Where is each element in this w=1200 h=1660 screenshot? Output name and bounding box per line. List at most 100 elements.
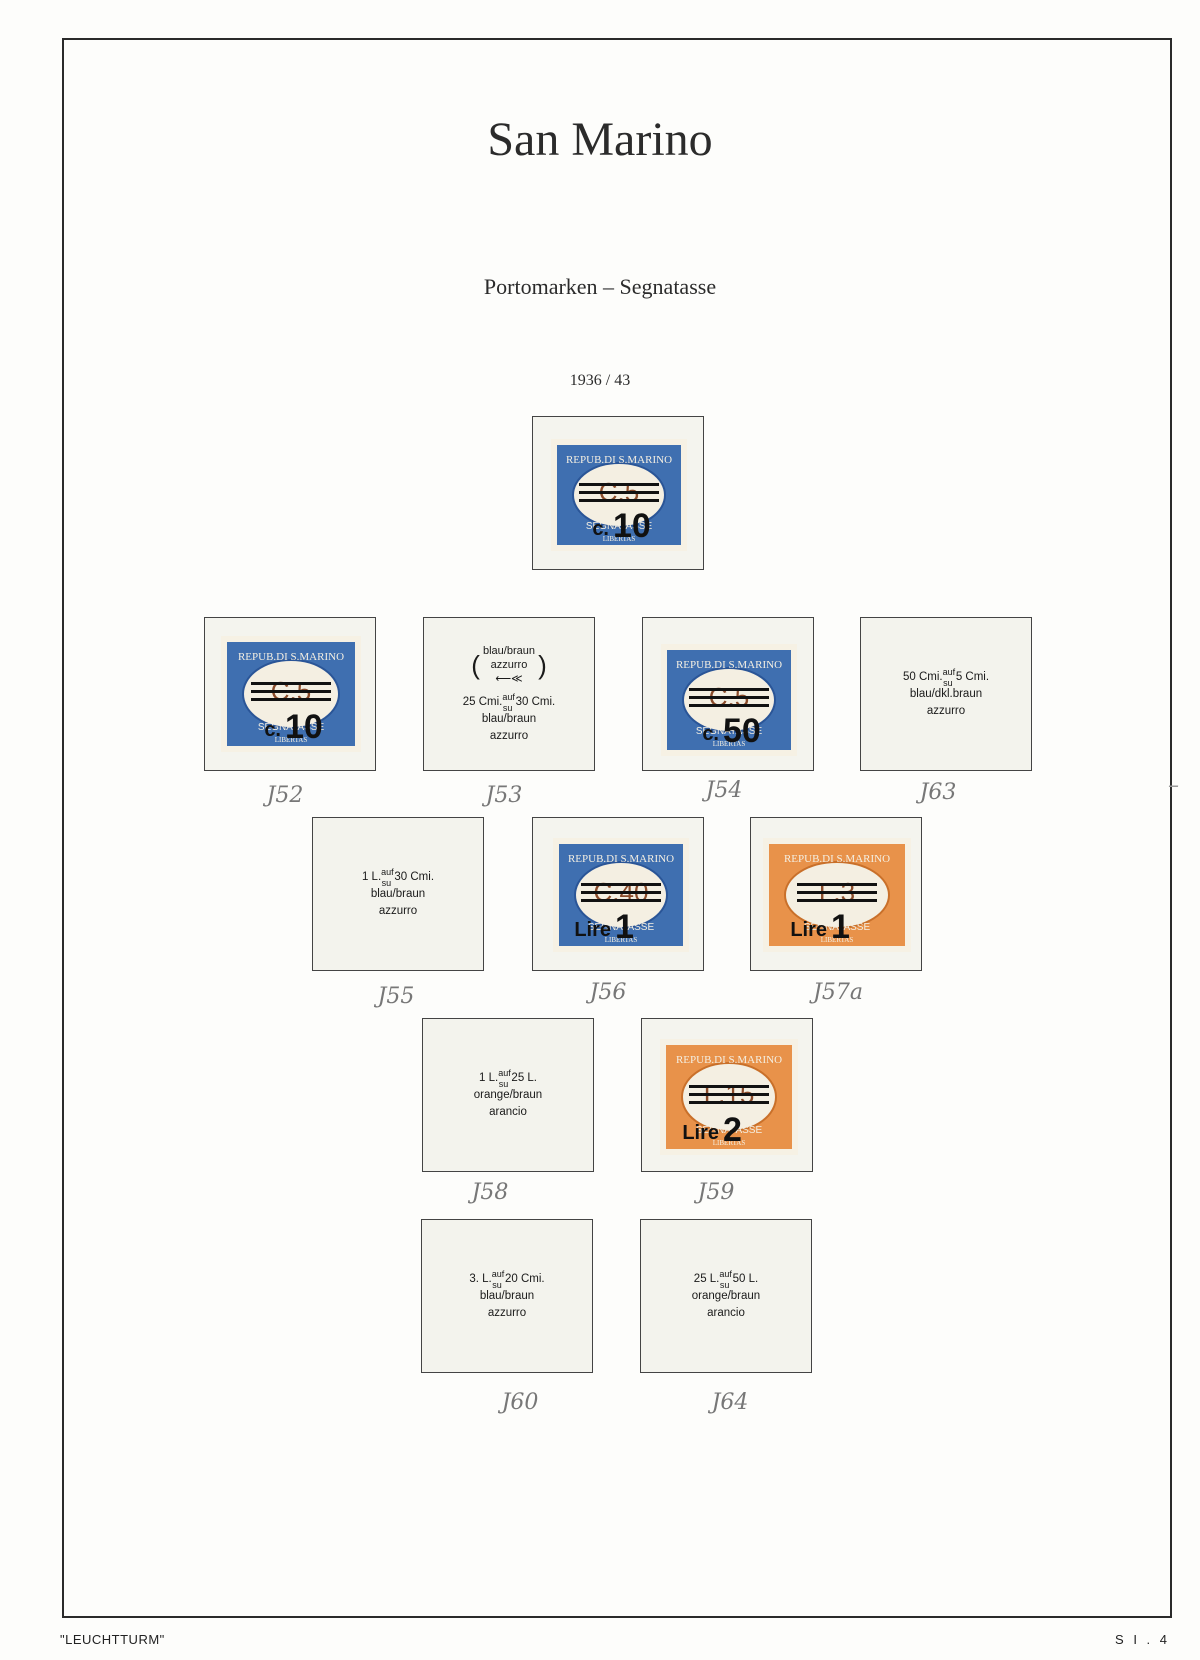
mount-j53-su: su (502, 702, 513, 713)
mount-j64-color-it: arancio (707, 1306, 745, 1319)
stamp-side-text: SEGNATASSE (586, 521, 653, 532)
stamp-oval (574, 861, 668, 929)
stamp-j52: REPUB.DI S.MARINOLIBERTASSEGNATASSEC.5c.… (221, 636, 361, 752)
caption-j59: J59 (697, 1180, 735, 1205)
strike-bar-1 (689, 688, 769, 691)
caption-j54: J54 (705, 778, 743, 803)
arrow-left-icon: ⟵≪ (495, 672, 523, 685)
mount-j60-color-it: azzurro (487, 1306, 527, 1319)
strike-bar-2 (579, 491, 659, 494)
strike-bar-2 (689, 1093, 769, 1096)
stamp-bottom-text: LIBERTAS (603, 535, 636, 543)
stamp-new-prefix: c. (264, 719, 281, 741)
stamp-oval (784, 861, 890, 929)
caption-j63: J63 (919, 780, 957, 805)
empty-mount-j63: 50 Cmi.aufsu 5 Cmi. blau/dkl.braun azzur… (860, 617, 1032, 771)
empty-mount-j55: 1 L.aufsu 30 Cmi. blau/braun azzurro (312, 817, 484, 971)
mount-j63-color-de: blau/dkl.braun (909, 687, 983, 700)
mount-j60-color-de: blau/braun (479, 1289, 535, 1302)
stamp-j59: REPUB.DI S.MARINOLIBERTASSEGNATASSEL.15L… (660, 1039, 798, 1155)
stamp-side-text: SEGNATASSE (696, 726, 763, 737)
mount-j63-color-it: azzurro (926, 704, 966, 717)
stamp-bottom-text: LIBERTAS (605, 936, 638, 944)
mount-j60-value: 3. L.aufsu 20 Cmi. (469, 1268, 544, 1290)
mount-j55-color-de: blau/braun (370, 887, 426, 900)
stamp-new-value: 2 (723, 1111, 742, 1149)
stamp-new-prefix: Lire (790, 919, 827, 941)
mount-j58-auf: auf (498, 1067, 511, 1078)
strike-bar-3 (797, 899, 877, 902)
mount-j53-legend-mid: azzurro (490, 658, 528, 671)
margin-pencil-mark: – (1168, 773, 1179, 798)
mount-j58-to: 25 L. (511, 1071, 537, 1084)
mount-j64-from: 25 L. (693, 1272, 720, 1285)
caption-j57: J57a (813, 980, 863, 1005)
stamp-new-value: 1 (831, 908, 850, 946)
mount-j53-legend: ( blau/braun azzurro ⟵≪ ) (471, 644, 547, 685)
stamp-new-value: 10 (613, 507, 651, 545)
caption-j53: J53 (485, 783, 523, 808)
stamp-new-prefix: Lire (574, 919, 611, 941)
mount-j53-auf: auf (502, 691, 515, 702)
stamp-j54: REPUB.DI S.MARINOLIBERTASSEGNATASSEC.5c.… (661, 644, 797, 756)
strike-bar-1 (581, 883, 661, 886)
stamp-new-value: 10 (285, 708, 323, 746)
mount-j64-value: 25 L.aufsu 50 L. (693, 1269, 759, 1290)
mount-j55-auf: auf (381, 866, 394, 877)
mount-j58-su: su (498, 1078, 509, 1089)
stamp-top: REPUB.DI S.MARINOLIBERTASSEGNATASSEC.5c.… (551, 439, 687, 551)
stamp-j56: REPUB.DI S.MARINOLIBERTASSEGNATASSEC.40L… (553, 838, 689, 952)
album-page-frame (62, 38, 1172, 1618)
mount-j53-color-de: blau/braun (481, 712, 537, 725)
issue-years: 1936 / 43 (569, 372, 631, 389)
mount-j64-su: su (719, 1279, 730, 1290)
stamp-side-text: SEGNATASSE (804, 922, 871, 933)
mount-j53-color-it: azzurro (489, 729, 529, 742)
caption-j58: J58 (471, 1180, 509, 1205)
mount-j63-value: 50 Cmi.aufsu 5 Cmi. (902, 667, 990, 688)
strike-bar-1 (251, 682, 331, 685)
mount-j58-from: 1 L. (479, 1071, 499, 1084)
stamp-top-text: REPUB.DI S.MARINO (676, 1054, 782, 1066)
caption-j60: J60 (501, 1390, 539, 1415)
stamp-new-value: 50 (723, 712, 761, 750)
stamp-oval (682, 667, 776, 733)
mount-j63-su: su (943, 677, 953, 688)
footer-page-number: S I . 4 (1115, 1632, 1170, 1647)
stamp-j57: REPUB.DI S.MARINOLIBERTASSEGNATASSEL.3Li… (763, 838, 911, 952)
stamp-oval (681, 1062, 777, 1132)
stamp-bottom-text: LIBERTAS (821, 936, 854, 944)
empty-mount-j64: 25 L.aufsu 50 L. orange/braun arancio (640, 1219, 812, 1373)
stamp-top-text: REPUB.DI S.MARINO (566, 454, 672, 466)
strike-bar-3 (689, 1101, 769, 1104)
mount-j55-su: su (381, 877, 392, 888)
strike-bar-2 (581, 891, 661, 894)
strike-bar-3 (581, 899, 661, 902)
mount-j55-to: 30 Cmi. (394, 870, 435, 883)
stamp-top-text: REPUB.DI S.MARINO (676, 659, 782, 671)
mount-j58-value: 1 L.aufsu 25 L. (479, 1067, 537, 1089)
caption-j56: J56 (589, 980, 627, 1005)
caption-j52: J52 (266, 783, 304, 808)
strike-bar-3 (579, 499, 659, 502)
strike-bar-3 (251, 698, 331, 701)
mount-j63-to: 5 Cmi. (955, 670, 990, 683)
stamp-bottom-text: LIBERTAS (713, 1139, 746, 1147)
mount-j53-from: 25 Cmi. (462, 695, 503, 708)
mount-j53-value: 25 Cmi.aufsu 30 Cmi. (462, 691, 556, 713)
mount-j55-value: 1 L.aufsu 30 Cmi. (362, 866, 435, 888)
mount-j55-color-it: azzurro (378, 904, 418, 917)
mount-j63-from: 50 Cmi. (902, 670, 943, 683)
stamp-new-prefix: c. (702, 723, 719, 745)
mount-j58-color-de: orange/braun (473, 1088, 543, 1101)
mount-j60-auf: auf (491, 1268, 505, 1279)
mount-j53-to: 30 Cmi. (515, 695, 556, 708)
mount-j64-to: 50 L. (732, 1272, 759, 1285)
caption-j64: J64 (711, 1390, 749, 1415)
mount-j64-color-de: orange/braun (691, 1289, 761, 1302)
mount-j53-legend-top: blau/braun (483, 644, 535, 657)
